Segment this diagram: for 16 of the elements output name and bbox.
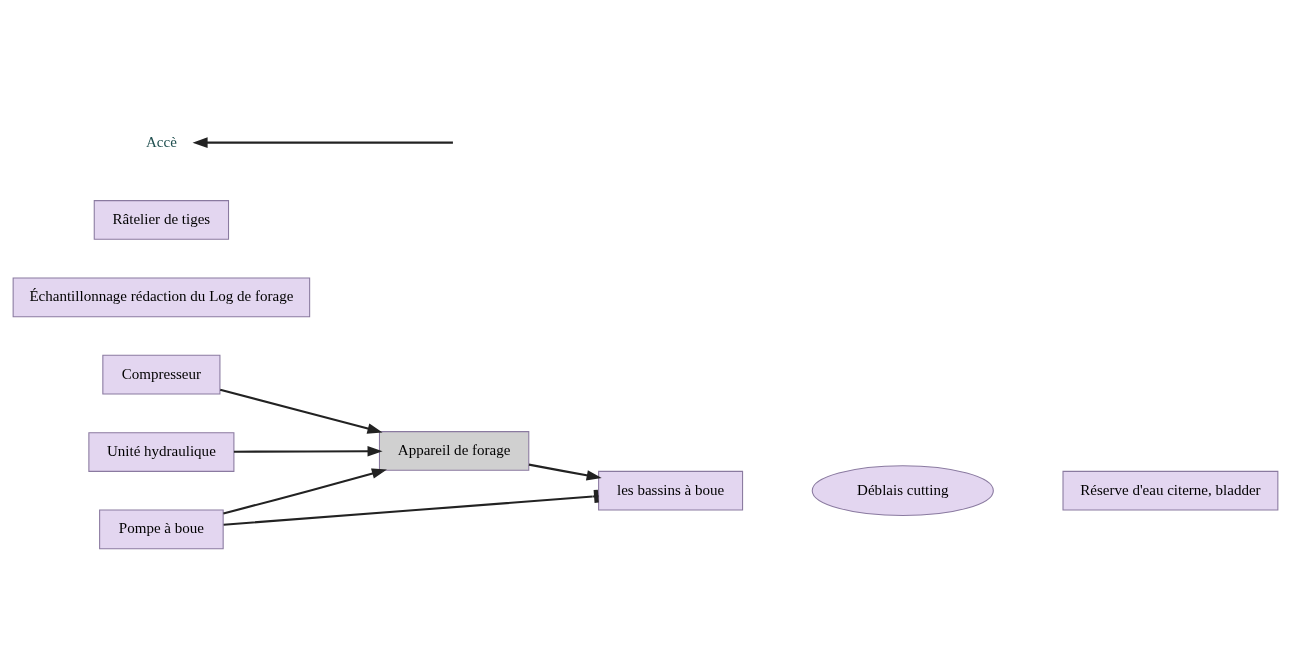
- arrow: [219, 388, 383, 434]
- connector: [223, 489, 599, 526]
- node-box: Échantillonnage rédaction du Log de forage: [12, 277, 311, 318]
- arrow: [192, 137, 453, 148]
- node-ellipse: Déblais cutting: [811, 465, 994, 517]
- node-box: Appareil de forage: [378, 431, 530, 471]
- arrow: [233, 446, 383, 457]
- arrow: [223, 468, 387, 515]
- node-box: Réserve d'eau citerne, bladder: [1062, 470, 1279, 511]
- node-box: Compresseur: [102, 354, 221, 395]
- node-box: les bassins à boue: [598, 470, 744, 511]
- node-text: Accè: [145, 133, 177, 150]
- node-box: Pompe à boue: [99, 509, 224, 550]
- node-box: Râtelier de tiges: [93, 200, 230, 240]
- arrow: [528, 463, 602, 481]
- node-box: Unité hydraulique: [88, 432, 235, 472]
